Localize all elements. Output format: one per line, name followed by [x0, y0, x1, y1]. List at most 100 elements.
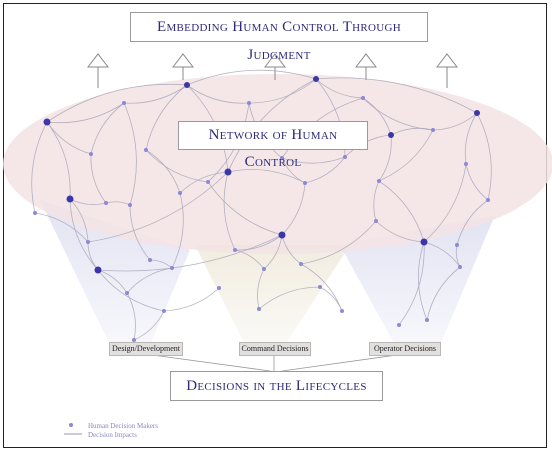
decision-maker-node: [455, 243, 459, 247]
decision-impact-line: [378, 180, 425, 243]
decision-maker-node: [148, 258, 152, 262]
decision-impact-line: [423, 163, 467, 243]
decision-impact-line: [234, 234, 283, 251]
decision-impact-line: [145, 149, 209, 183]
decision-maker-node: [66, 195, 74, 203]
decision-impact-line: [378, 129, 434, 182]
decision-impact-line: [46, 102, 125, 124]
decision-impact-line: [281, 156, 346, 164]
decision-maker-node: [340, 309, 344, 313]
decision-impact-line: [248, 78, 317, 104]
arrow-icon: [263, 53, 287, 80]
decision-impact-line: [87, 171, 229, 243]
decision-impact-line: [464, 112, 478, 165]
decision-impact-line: [123, 84, 188, 104]
decision-impact-line: [129, 204, 151, 261]
decision-impact-line: [465, 163, 489, 201]
decision-impact-line: [390, 127, 434, 136]
decision-impact-line: [90, 102, 125, 155]
decision-impact-line: [227, 169, 306, 184]
decision-maker-node: [361, 96, 365, 100]
decision-maker-node: [89, 152, 93, 156]
decision-maker-node: [377, 179, 381, 183]
decision-impact-line: [223, 171, 236, 251]
decision-maker-node: [313, 76, 319, 82]
top-title: Embedding Human Control Through Judgment: [130, 12, 428, 63]
decision-maker-node: [458, 265, 462, 269]
stage-label-command: Command Decisions: [239, 342, 311, 356]
command-cone: [195, 245, 350, 345]
decision-impact-line: [456, 199, 489, 246]
decision-maker-node: [420, 238, 428, 246]
decision-impact-line: [281, 182, 306, 236]
network-title: Network of Human Control: [178, 121, 368, 170]
decision-maker-node: [178, 191, 182, 195]
decision-impact-line: [418, 241, 428, 321]
decision-maker-node: [33, 211, 37, 215]
decision-impact-line: [375, 220, 425, 243]
decision-impact-line: [378, 134, 392, 182]
decision-impact-line: [281, 157, 306, 184]
decision-impact-line: [46, 121, 71, 200]
decision-maker-node: [343, 155, 347, 159]
decision-impact-line: [126, 292, 136, 341]
decision-maker-node: [278, 231, 286, 239]
decision-impact-line: [300, 220, 377, 265]
decision-impact-line: [234, 249, 265, 270]
decision-impact-line: [145, 84, 188, 151]
decision-maker-node: [162, 309, 166, 313]
decision-impact-line: [423, 241, 461, 268]
decision-impact-line: [362, 97, 392, 136]
decision-maker-node: [257, 307, 261, 311]
decision-maker-node: [474, 110, 480, 116]
legend-decision-impacts: Decision Impacts: [88, 431, 137, 439]
decision-impact-line: [186, 69, 317, 86]
decision-maker-node: [425, 318, 429, 322]
network-ellipse: [3, 74, 552, 254]
lifecycle-title: Decisions in the Lifecycles: [170, 371, 383, 401]
arrow-icon: [171, 53, 195, 80]
decision-impact-line: [476, 112, 492, 201]
decision-impact-line: [304, 156, 346, 184]
decision-maker-node: [318, 285, 322, 289]
decision-impact-line: [97, 269, 165, 312]
arrow-icon: [435, 53, 459, 88]
decision-impact-line: [97, 234, 283, 272]
decision-maker-node: [128, 203, 132, 207]
decision-impact-line: [123, 102, 137, 206]
decision-maker-node: [217, 286, 221, 290]
decision-maker-node: [374, 219, 378, 223]
decision-impact-line: [315, 78, 364, 99]
decision-maker-node: [144, 148, 148, 152]
decision-impact-line: [145, 149, 181, 194]
decision-maker-node: [86, 240, 90, 244]
decision-impact-line: [186, 84, 250, 104]
decision-maker-node: [233, 248, 237, 252]
decision-maker-node: [299, 262, 303, 266]
decision-impact-line: [171, 192, 184, 269]
decision-maker-node: [104, 201, 108, 205]
arrow-icon: [86, 53, 110, 88]
decision-maker-node: [280, 156, 284, 160]
decision-impact-line: [149, 259, 173, 269]
decision-maker-node: [397, 323, 401, 327]
decision-impact-line: [373, 180, 380, 222]
decision-maker-node: [247, 101, 251, 105]
decision-maker-node: [122, 101, 126, 105]
decision-maker-node: [431, 128, 435, 132]
decision-maker-node: [132, 338, 136, 342]
decision-impact-line: [69, 198, 99, 271]
decision-impact-line: [432, 112, 478, 131]
decision-maker-node: [224, 168, 232, 176]
decision-impact-line: [258, 286, 321, 310]
legend-decision-makers: Human Decision Makers: [88, 422, 158, 430]
decision-impact-line: [69, 198, 89, 243]
stage-label-operator: Operator Decisions: [369, 342, 441, 356]
decision-impact-line: [426, 266, 461, 321]
decision-impact-line: [257, 268, 265, 310]
decision-impact-line: [90, 153, 107, 204]
upward-arrows: [86, 53, 459, 88]
decision-maker-node: [464, 162, 468, 166]
decision-maker-node: [206, 180, 210, 184]
